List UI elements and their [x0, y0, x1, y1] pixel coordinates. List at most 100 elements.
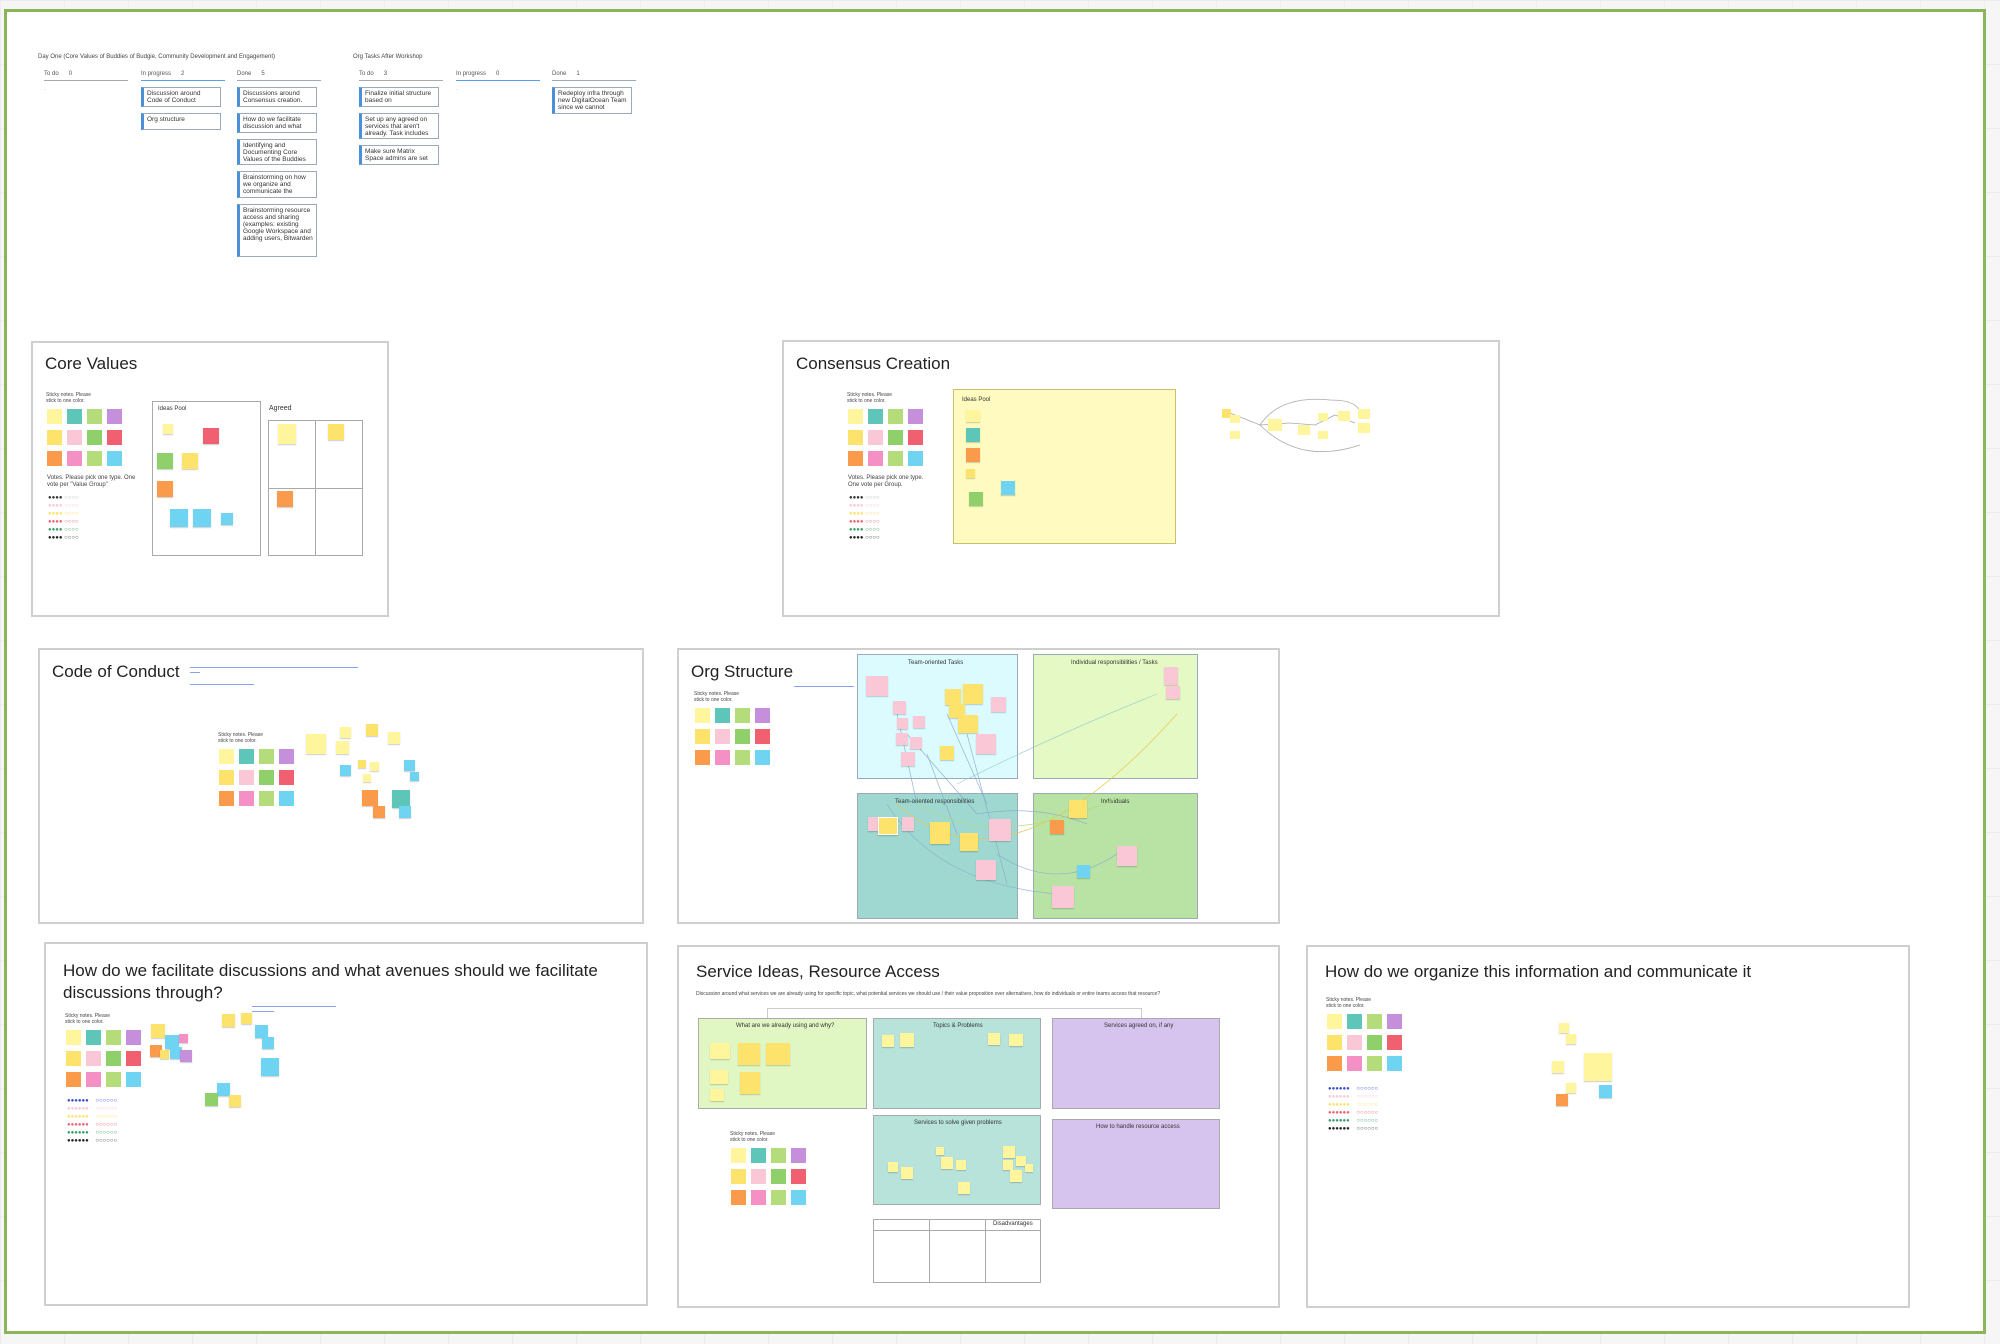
kanban-card[interactable]: How do we facilitate discussion and what — [237, 113, 317, 133]
sticky-note[interactable] — [165, 1035, 179, 1049]
sticky-note[interactable] — [157, 453, 173, 469]
sticky-note[interactable] — [261, 1058, 279, 1076]
sticky-note[interactable] — [949, 704, 965, 718]
sticky-note[interactable] — [958, 715, 978, 733]
frame-organize-communicate[interactable] — [1306, 945, 1910, 1308]
kanban-card[interactable]: Discussions around Consensus creation. — [237, 87, 317, 107]
sticky-note[interactable] — [1166, 686, 1180, 699]
comparison-table[interactable] — [873, 1219, 1041, 1283]
link-line[interactable] — [190, 684, 254, 685]
kanban-card[interactable]: Redeploy infra through new DigitalOcean … — [552, 87, 632, 114]
sticky-note[interactable] — [868, 817, 878, 831]
sticky-note[interactable] — [900, 1033, 914, 1047]
sticky-note[interactable] — [1566, 1034, 1576, 1044]
sticky-note[interactable] — [1584, 1053, 1612, 1081]
sticky-note[interactable] — [160, 1050, 169, 1059]
vote-dots[interactable]: ●●●● ○○○○ ●●●● ○○○○ ●●●● ○○○○ ●●●● ○○○○ … — [849, 495, 880, 541]
sticky-note[interactable] — [370, 762, 379, 771]
frame-code-of-conduct[interactable] — [38, 648, 644, 924]
sticky-note[interactable] — [1164, 667, 1178, 685]
kanban-card[interactable]: Finalize initial structure based on — [359, 87, 439, 107]
sticky-note[interactable] — [229, 1095, 241, 1107]
sticky-note[interactable] — [255, 1025, 268, 1038]
sticky-note[interactable] — [241, 1013, 252, 1024]
kanban-card[interactable]: Make sure Matrix Space admins are set — [359, 145, 439, 165]
sticky-note[interactable] — [878, 817, 898, 835]
kanban-card[interactable]: Org structure — [141, 113, 221, 130]
sticky-note[interactable] — [958, 1182, 970, 1194]
kanban-card[interactable]: Identifying and Documenting Core Values … — [237, 139, 317, 165]
sticky-note[interactable] — [363, 774, 371, 782]
sticky-note[interactable] — [163, 424, 173, 434]
link-line[interactable] — [252, 1011, 274, 1012]
sticky-note[interactable] — [388, 732, 400, 744]
sticky-note[interactable] — [893, 701, 906, 714]
sticky-note[interactable] — [410, 772, 419, 781]
sticky-note[interactable] — [910, 737, 922, 749]
sticky-palette[interactable] — [695, 708, 770, 765]
sticky-note[interactable] — [966, 448, 980, 462]
sticky-palette[interactable] — [848, 409, 923, 466]
sticky-note[interactable] — [180, 1050, 192, 1062]
sticky-note[interactable] — [373, 806, 385, 818]
sticky-note[interactable] — [336, 741, 349, 754]
sticky-note[interactable] — [306, 734, 326, 754]
link-line[interactable] — [190, 672, 200, 673]
sticky-note[interactable] — [988, 1033, 1000, 1045]
sticky-note[interactable] — [157, 481, 173, 497]
agreed-on-box[interactable] — [1052, 1018, 1220, 1109]
sticky-note[interactable] — [956, 1160, 966, 1170]
kanban-card[interactable]: Discussion around Code of Conduct — [141, 87, 221, 107]
sticky-note[interactable] — [963, 684, 983, 704]
kanban-card[interactable]: Brainstorming resource access and sharin… — [237, 204, 317, 257]
sticky-note[interactable] — [221, 513, 233, 525]
link-line[interactable] — [190, 667, 358, 668]
sticky-note[interactable] — [740, 1072, 760, 1094]
sticky-note[interactable] — [738, 1043, 760, 1065]
sticky-note[interactable] — [1003, 1146, 1015, 1158]
ideas-pool-box[interactable] — [152, 401, 261, 556]
sticky-palette[interactable] — [1327, 1014, 1402, 1071]
sticky-palette[interactable] — [66, 1030, 141, 1087]
sticky-note[interactable] — [966, 410, 980, 422]
topics-box[interactable] — [873, 1018, 1041, 1109]
sticky-note[interactable] — [1001, 481, 1015, 495]
sticky-note[interactable] — [1556, 1094, 1568, 1106]
sticky-note[interactable] — [960, 833, 978, 851]
sticky-note[interactable] — [150, 1045, 162, 1057]
sticky-note[interactable] — [940, 746, 954, 760]
sticky-note[interactable] — [1010, 1170, 1022, 1182]
vote-dots[interactable]: ●●●● ○○○○ ●●●● ○○○○ ●●●● ○○○○ ●●●● ○○○○ … — [48, 495, 79, 541]
sticky-note[interactable] — [205, 1093, 218, 1106]
sticky-note[interactable] — [896, 733, 908, 745]
sticky-note[interactable] — [1009, 1034, 1023, 1046]
sticky-note[interactable] — [179, 1034, 188, 1043]
sticky-note[interactable] — [1050, 820, 1064, 834]
sticky-note[interactable] — [170, 509, 188, 527]
sticky-note[interactable] — [222, 1014, 235, 1027]
vote-dots[interactable]: ●●●●●● ○○○○○○ ●●●●●● ○○○○○○ ●●●●●● ○○○○○… — [67, 1098, 118, 1144]
sticky-note[interactable] — [277, 491, 293, 507]
sticky-note[interactable] — [1016, 1156, 1026, 1166]
sticky-note[interactable] — [340, 765, 351, 776]
sticky-note[interactable] — [262, 1037, 274, 1049]
sticky-note[interactable] — [866, 676, 888, 696]
sticky-note[interactable] — [366, 724, 378, 736]
sticky-note[interactable] — [989, 819, 1011, 841]
kanban-card[interactable]: Brainstorming on how we organize and com… — [237, 171, 317, 198]
sticky-palette[interactable] — [47, 409, 122, 466]
sticky-note[interactable] — [328, 424, 344, 440]
sticky-note[interactable] — [976, 860, 996, 880]
sticky-note[interactable] — [1069, 800, 1087, 818]
sticky-note[interactable] — [358, 760, 366, 768]
sticky-note[interactable] — [1025, 1164, 1033, 1172]
ideas-pool-box[interactable] — [953, 389, 1176, 544]
sticky-note[interactable] — [193, 509, 211, 527]
sticky-note[interactable] — [1552, 1061, 1564, 1073]
sticky-note[interactable] — [969, 492, 983, 506]
